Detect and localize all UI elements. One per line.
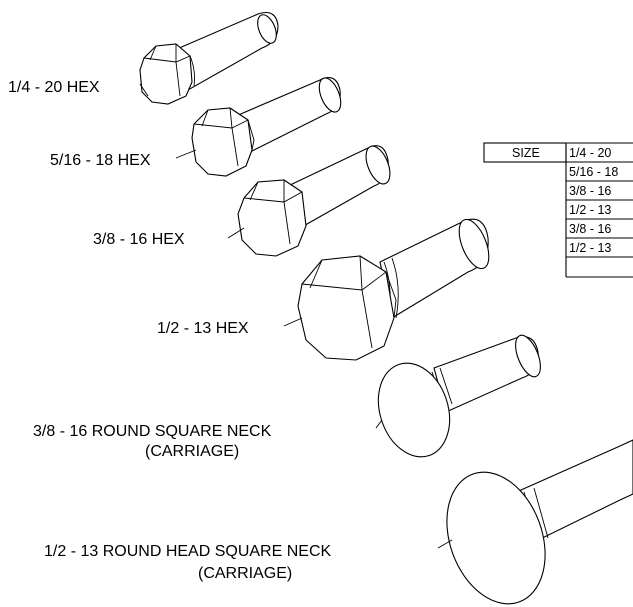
bolt-shank: [287, 145, 391, 229]
bolt-hex-head: [237, 179, 307, 257]
table-row: 5/16 - 18: [569, 165, 618, 179]
label-carriage-3-8-16-sub: (CARRIAGE): [145, 443, 239, 460]
label-carriage-1-2-13: 1/2 - 13 ROUND HEAD SQUARE NECK: [44, 543, 332, 560]
label-hex-5-16-18: 5/16 - 18 HEX: [50, 152, 151, 169]
table-row: 1/2 - 13: [569, 241, 611, 255]
bolt-hex-head: [297, 255, 397, 361]
bolt-hex-1-2-13: [297, 218, 490, 361]
bolt-hex-5-16-18: [191, 77, 342, 177]
size-table: SIZE 1/4 - 20 5/16 - 18 3/8 - 16 1/2 - 1…: [483, 142, 633, 278]
leader-line: [283, 317, 303, 327]
bolt-hex-head: [139, 43, 193, 105]
bolt-shank: [379, 218, 490, 319]
leader-line: [375, 419, 383, 429]
bolt-hex-1-4-20: [139, 11, 279, 105]
table-header: SIZE: [512, 146, 540, 160]
bolt-shank: [235, 77, 342, 153]
bolt-round-head: [446, 471, 546, 605]
leader-line: [437, 539, 453, 549]
leader-line: [139, 83, 149, 97]
table-row: 3/8 - 16: [569, 184, 611, 198]
bolt-shank: [431, 334, 541, 413]
label-hex-1-4-20: 1/4 - 20 HEX: [8, 79, 100, 96]
label-carriage-3-8-16: 3/8 - 16 ROUND SQUARE NECK: [33, 423, 272, 440]
bolt-hex-head: [191, 107, 255, 177]
labels: 1/4 - 20 HEX 5/16 - 18 HEX 3/8 - 16 HEX …: [8, 79, 453, 582]
label-hex-3-8-16: 3/8 - 16 HEX: [93, 231, 185, 248]
table-row: 1/4 - 20: [569, 146, 611, 160]
bolt-carriage-1-2-13: [446, 439, 633, 605]
bolt-hex-3-8-16: [237, 145, 391, 257]
table-row: 1/2 - 13: [569, 203, 611, 217]
label-carriage-1-2-13-sub: (CARRIAGE): [198, 565, 292, 582]
bolt-carriage-3-8-16: [377, 334, 541, 458]
bolt-shank: [169, 11, 279, 91]
table-row: 3/8 - 16: [569, 222, 611, 236]
leader-line: [175, 149, 197, 159]
leader-line: [227, 227, 245, 239]
label-hex-1-2-13: 1/2 - 13 HEX: [157, 320, 249, 337]
